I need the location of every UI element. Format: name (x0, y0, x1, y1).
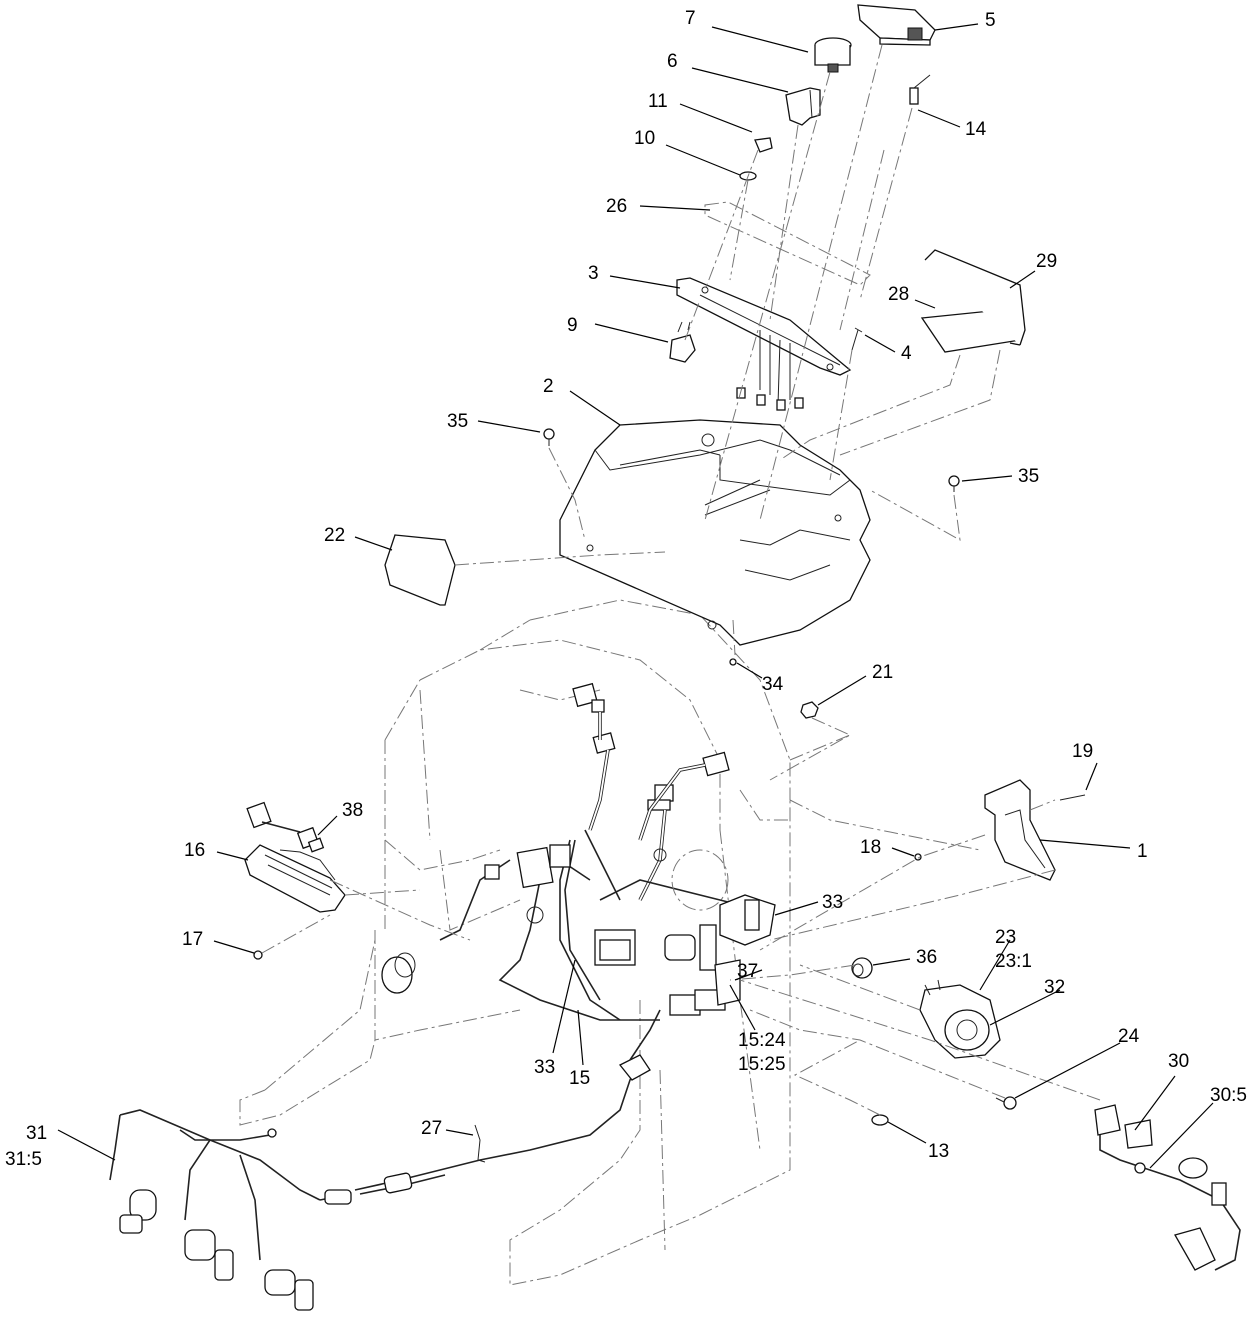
relay-bracket (714, 894, 776, 1006)
wire-bracket (924, 249, 1026, 346)
callout-34: 34 (762, 674, 784, 695)
callout-2: 2 (543, 376, 554, 397)
screw-35-left (543, 428, 555, 446)
leader-lines (57, 23, 1214, 1169)
mounting-plate (676, 277, 852, 411)
cover (984, 779, 1056, 881)
tube-fitting (381, 952, 416, 994)
callout-31-5: 31:5 (5, 1149, 42, 1170)
callout-labels: 5 7 6 11 10 14 26 3 9 29 28 4 2 35 35 22… (5, 8, 1247, 1170)
work-light (244, 844, 346, 913)
callout-3: 3 (588, 263, 599, 284)
main-wire-harness (439, 682, 761, 1021)
switch (785, 87, 821, 126)
harness-31 (109, 1109, 352, 1311)
key-switch-bezel (814, 37, 852, 73)
light-harness (246, 801, 325, 853)
callout-32: 32 (1044, 977, 1065, 998)
callout-19: 19 (1072, 741, 1093, 762)
blanking-plate (384, 534, 456, 606)
callout-29: 29 (1036, 251, 1057, 272)
callout-35-right: 35 (1018, 466, 1039, 487)
callout-15-24: 15:24 (738, 1030, 786, 1051)
callout-18: 18 (860, 837, 881, 858)
callout-7: 7 (685, 8, 696, 29)
callout-4: 4 (901, 343, 912, 364)
callout-16: 16 (184, 840, 205, 861)
callout-15-25: 15:25 (738, 1054, 786, 1075)
nut-18 (914, 853, 922, 861)
ignition-switch (919, 979, 1001, 1059)
callout-36: 36 (916, 947, 937, 968)
callout-23: 23 (995, 927, 1016, 948)
clip-34 (729, 658, 737, 666)
screw-19 (1059, 794, 1086, 801)
harness-27 (354, 1009, 661, 1195)
callout-6: 6 (667, 51, 678, 72)
screw-17 (253, 950, 263, 960)
callout-30-5: 30:5 (1210, 1085, 1247, 1106)
fuse (909, 74, 931, 105)
assembly-lines (261, 44, 1101, 1116)
callout-27: 27 (421, 1118, 442, 1139)
gasket (704, 201, 871, 286)
callout-5: 5 (985, 10, 996, 31)
relay (669, 321, 696, 363)
bolt-24 (995, 1096, 1017, 1110)
control-panel-housing (559, 419, 871, 646)
harness-30 (1094, 1104, 1241, 1271)
callout-37: 37 (737, 961, 758, 982)
nut-36 (851, 957, 873, 979)
callout-17: 17 (182, 929, 203, 950)
callout-24: 24 (1118, 1026, 1140, 1047)
callout-26: 26 (606, 196, 627, 217)
callout-31: 31 (26, 1123, 47, 1144)
retainer (754, 137, 773, 153)
callout-30: 30 (1168, 1051, 1189, 1072)
callout-14: 14 (965, 119, 987, 140)
callout-9: 9 (567, 315, 578, 336)
callout-10: 10 (634, 128, 655, 149)
callout-21: 21 (872, 662, 893, 683)
screw-35-right (948, 475, 960, 492)
callout-15: 15 (569, 1068, 590, 1089)
hour-meter (857, 4, 936, 46)
callout-22: 22 (324, 525, 345, 546)
frame-opening (671, 849, 729, 911)
callout-13: 13 (928, 1141, 949, 1162)
callout-38: 38 (342, 800, 363, 821)
screw-4 (851, 327, 863, 351)
callout-33-left: 33 (534, 1057, 555, 1078)
callout-1: 1 (1137, 841, 1148, 862)
callout-33-right: 33 (822, 892, 843, 913)
callout-28: 28 (888, 284, 909, 305)
screw-13 (871, 1114, 889, 1126)
callout-35-left: 35 (447, 411, 468, 432)
nut-21 (800, 701, 819, 719)
callout-23-1: 23:1 (995, 951, 1032, 972)
callout-11: 11 (648, 91, 668, 112)
